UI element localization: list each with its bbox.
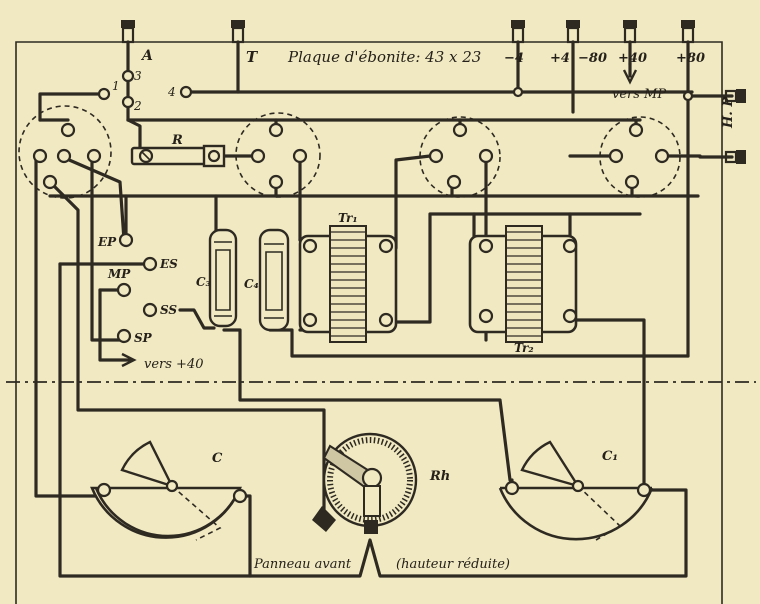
label-c: C: [212, 451, 223, 466]
label-hauteur: (hauteur réduite): [396, 557, 510, 572]
label-es: ES: [159, 257, 178, 271]
label-plus80: +80: [676, 51, 705, 66]
label-minus4: −4: [504, 51, 524, 66]
label-ep: EP: [97, 235, 117, 249]
transformer-tr1: [298, 225, 398, 343]
terminals: [32, 69, 694, 504]
label-c4: C₄: [244, 277, 259, 291]
label-a: A: [140, 48, 153, 64]
label-ss: SS: [160, 303, 177, 317]
label-t: T: [246, 48, 259, 66]
label-tr1: Tr₁: [338, 211, 358, 225]
capacitor-c3: [208, 228, 238, 328]
label-vers-40: vers +40: [144, 357, 204, 372]
label-plus4: +4: [550, 51, 570, 66]
label-tr2: Tr₂: [514, 341, 534, 355]
wiring: [34, 40, 734, 578]
label-sp: SP: [134, 331, 153, 345]
label-a4: 4: [167, 85, 176, 99]
resistor-r: [130, 144, 226, 168]
variable-capacitor-c: [90, 440, 242, 541]
label-a3: 3: [134, 69, 142, 83]
label-a2: 2: [133, 99, 142, 113]
label-minus80: −80: [578, 51, 607, 66]
label-c1: C₁: [602, 449, 618, 464]
rheostat-rh: [312, 432, 418, 534]
label-plus40: +40: [618, 51, 647, 66]
plate-outline: [15, 41, 723, 604]
label-c3: C₃: [196, 275, 211, 289]
label-r: R: [171, 133, 183, 148]
label-rh: Rh: [429, 469, 450, 484]
label-vers-mp: vers MP: [612, 87, 666, 102]
capacitor-c4: [258, 228, 290, 332]
transformer-tr2: [468, 225, 578, 343]
label-mp: MP: [107, 267, 131, 281]
plate-label: Plaque d'ébonite: 43 x 23: [287, 48, 481, 66]
label-panneau: Panneau avant: [253, 557, 352, 572]
label-hp: H. P: [721, 96, 736, 129]
label-a1: 1: [112, 79, 120, 93]
arrow-vers-mp-head: [622, 69, 638, 85]
arrow-vers-40-head: [121, 352, 137, 368]
